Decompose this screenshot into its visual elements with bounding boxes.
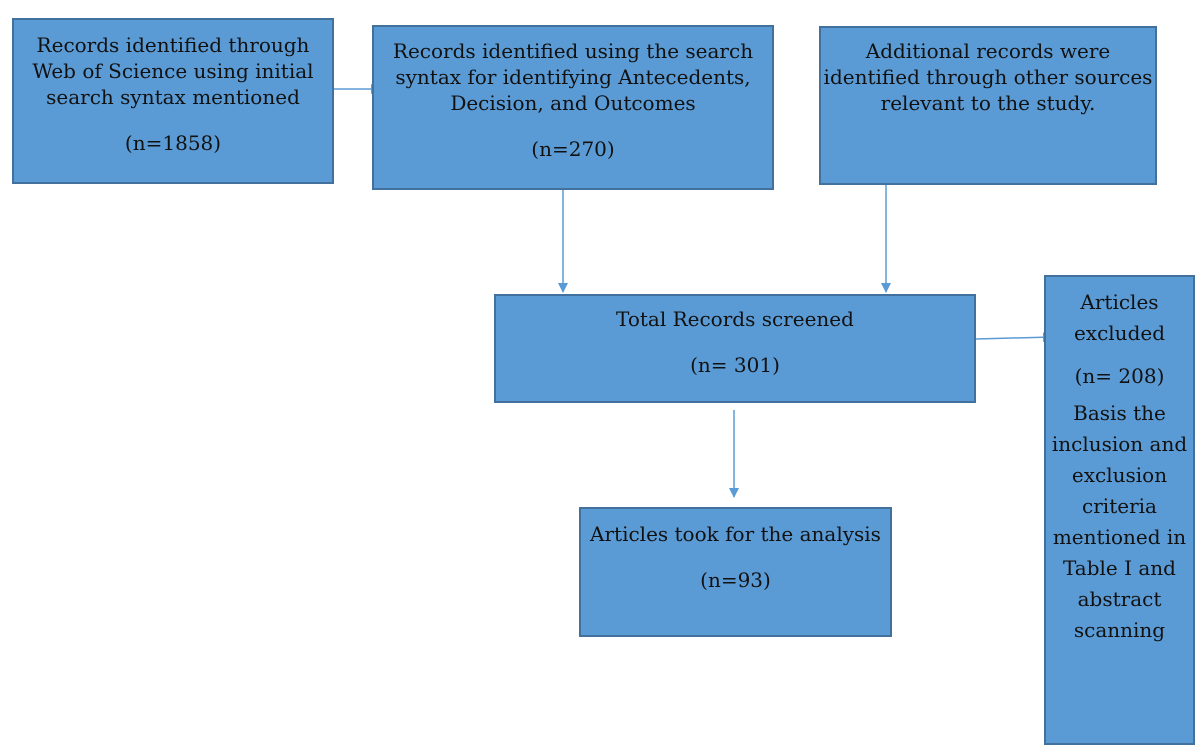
- box-search-syntax-records: Records identified using the search synt…: [372, 25, 774, 190]
- arrow-screened-to-excluded: [975, 332, 1053, 343]
- box-text: Records identified through Web of Scienc…: [32, 33, 314, 109]
- box-text: Articles excluded: [1073, 290, 1166, 345]
- box-count: (n=93): [700, 568, 771, 592]
- box-total-records-screened: Total Records screened (n= 301): [494, 294, 976, 403]
- box-web-of-science-records: Records identified through Web of Scienc…: [12, 18, 334, 184]
- box-count: (n= 208): [1074, 364, 1165, 388]
- box-count: (n= 301): [690, 353, 780, 377]
- box-articles-excluded: Articles excluded (n= 208) Basis the inc…: [1044, 275, 1195, 745]
- box-exclusion-basis: Basis the inclusion and exclusion criter…: [1051, 401, 1188, 642]
- box-count: (n=270): [531, 137, 615, 161]
- box-text: Articles took for the analysis: [590, 522, 881, 546]
- box-count: (n=1858): [124, 131, 222, 155]
- box-text: Additional records were identified throu…: [823, 39, 1153, 115]
- box-additional-records: Additional records were identified throu…: [819, 26, 1157, 185]
- box-text: Records identified using the search synt…: [392, 39, 754, 115]
- box-text: Total Records screened: [616, 307, 854, 331]
- box-articles-for-analysis: Articles took for the analysis (n=93): [579, 507, 892, 637]
